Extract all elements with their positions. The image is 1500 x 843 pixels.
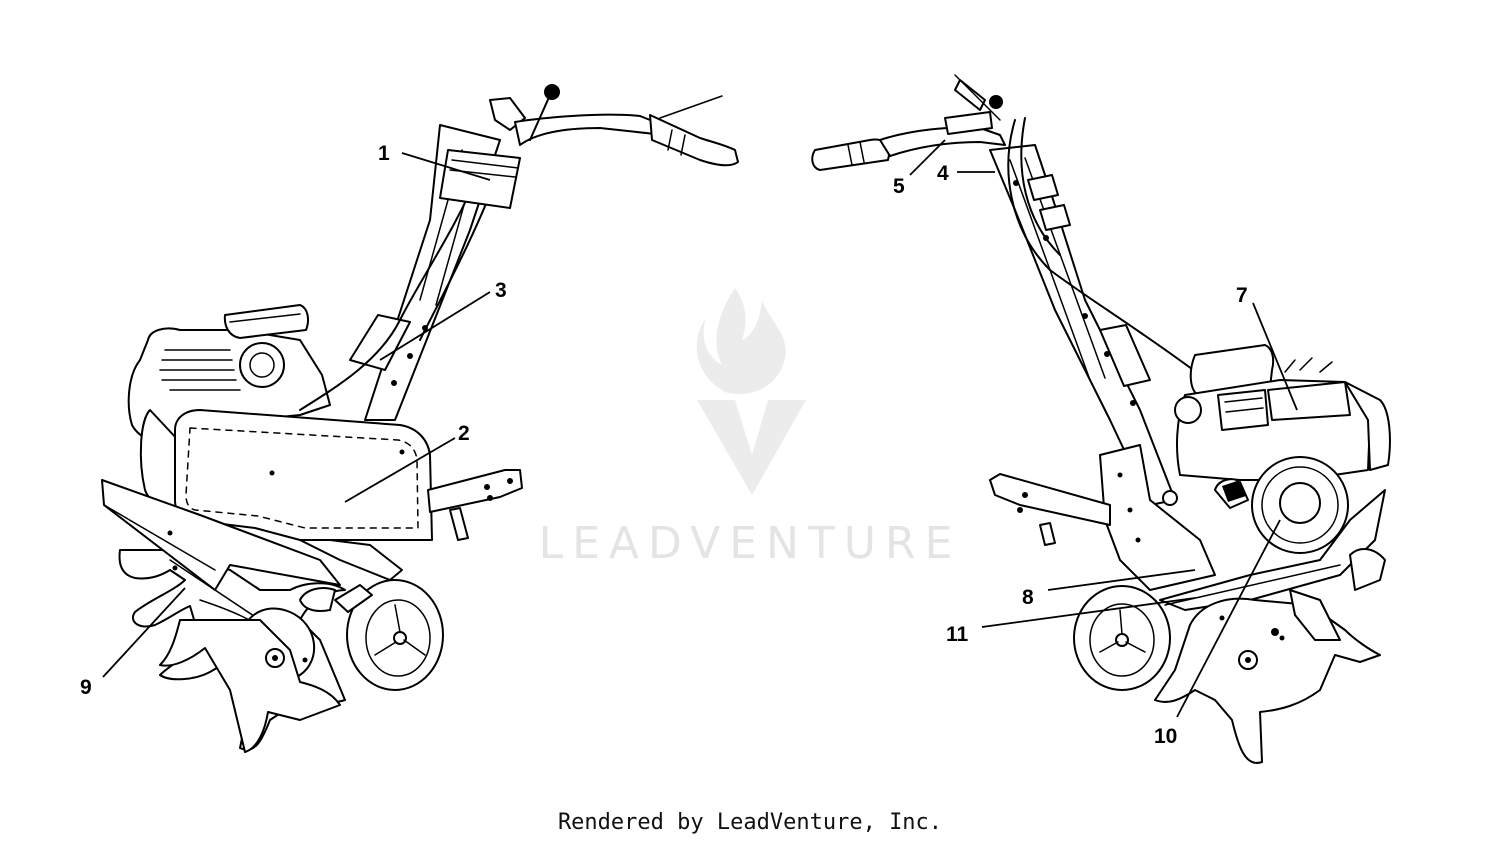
leader-5 xyxy=(909,139,946,176)
watermark: LEADVENTURE xyxy=(539,288,962,569)
right-tines xyxy=(1154,548,1386,764)
leader-8 xyxy=(1047,569,1196,591)
leader-10 xyxy=(1176,519,1281,718)
left-wheel xyxy=(334,579,444,691)
callout-2: 2 xyxy=(458,422,470,445)
right-frame xyxy=(989,444,1216,591)
right-wheel xyxy=(1073,585,1171,691)
left-frame-arms xyxy=(299,469,523,581)
left-handle-label xyxy=(439,149,521,209)
footer-credit: Rendered by LeadVenture, Inc. xyxy=(557,810,943,835)
leader-1 xyxy=(401,152,491,181)
right-throttle-cable xyxy=(1007,117,1201,376)
callout-11: 11 xyxy=(946,623,969,646)
left-engine xyxy=(127,304,331,509)
callout-8: 8 xyxy=(1022,586,1034,609)
watermark-text: LEADVENTURE xyxy=(539,518,962,569)
callout-9: 9 xyxy=(80,676,92,699)
left-front-tines xyxy=(159,619,341,753)
callout-5: 5 xyxy=(893,175,905,198)
leader-9 xyxy=(102,587,186,678)
callout-3: 3 xyxy=(495,279,507,302)
watermark-logo-icon xyxy=(696,288,806,495)
right-handle-column xyxy=(989,144,1178,506)
right-handlebar xyxy=(811,74,1006,171)
callout-1: 1 xyxy=(378,142,390,165)
left-tiller-drawing xyxy=(101,84,739,753)
leader-11 xyxy=(981,597,1196,628)
callout-7: 7 xyxy=(1236,284,1248,307)
leader-2 xyxy=(344,437,456,503)
leader-3 xyxy=(379,291,491,361)
left-handlebar xyxy=(489,84,739,167)
callouts: 1 2 3 4 5 7 8 9 10 11 xyxy=(80,142,1248,748)
left-belt-cover xyxy=(174,409,433,541)
leader-7 xyxy=(1252,302,1298,411)
leader-lines xyxy=(102,139,1298,718)
left-tine-shield xyxy=(101,479,341,591)
callout-10: 10 xyxy=(1154,725,1177,748)
callout-4: 4 xyxy=(937,162,949,185)
